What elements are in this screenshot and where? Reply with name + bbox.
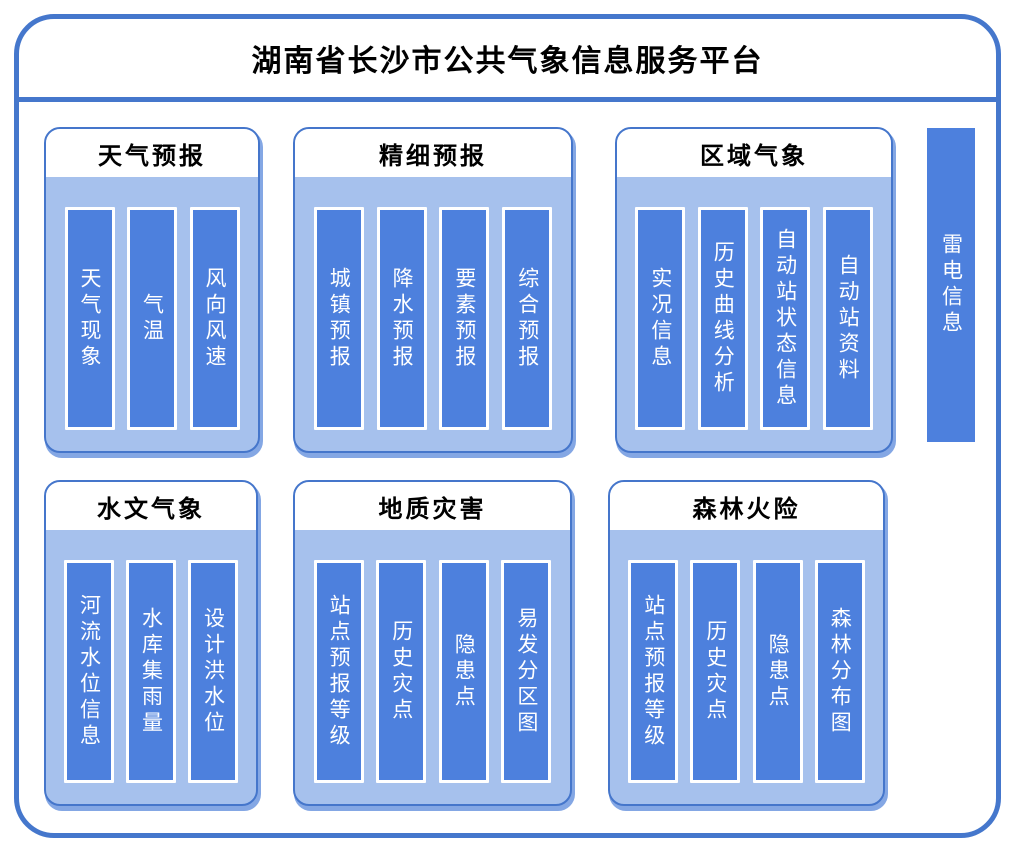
platform-title: 湖南省长沙市公共气象信息服务平台 xyxy=(19,19,996,102)
item-label: 自动站状态信息 xyxy=(773,227,797,410)
item-bar: 站点预报等级 xyxy=(313,560,364,783)
item-label: 历史曲线分析 xyxy=(711,240,735,397)
item-bar: 水库集雨量 xyxy=(126,560,176,783)
item-bar: 降水预报 xyxy=(376,207,427,430)
category-regional-meteorology: 区域气象实况信息 历史曲线分析 自动站状态信息 自动站资料 xyxy=(615,127,893,453)
item-label: 森林分布图 xyxy=(828,606,852,737)
category-title: 区域气象 xyxy=(617,129,891,177)
item-label: 综合预报 xyxy=(515,266,539,371)
item-bar: 森林分布图 xyxy=(814,560,865,783)
category-body: 天气现象 气温 风向风速 xyxy=(46,177,258,451)
item-label: 天气现象 xyxy=(78,266,101,371)
item-bar: 综合预报 xyxy=(502,207,553,430)
item-bar: 历史曲线分析 xyxy=(697,207,748,430)
item-bar: 河流水位信息 xyxy=(64,560,114,783)
item-label: 站点预报等级 xyxy=(327,593,351,750)
item-label: 历史灾点 xyxy=(703,619,727,724)
item-bar: 隐患点 xyxy=(438,560,489,783)
item-label: 降水预报 xyxy=(390,266,414,371)
platform-frame: 湖南省长沙市公共气象信息服务平台 天气预报天气现象 气温 风向风速 精细预报城镇预报 降… xyxy=(14,14,1001,838)
lightning-info-bar: 雷电信息 xyxy=(927,128,975,442)
item-label: 隐患点 xyxy=(452,632,476,711)
item-bar: 历史灾点 xyxy=(376,560,427,783)
item-label: 实况信息 xyxy=(648,266,672,371)
item-label: 气温 xyxy=(140,292,164,345)
category-title: 地质灾害 xyxy=(295,482,570,530)
item-label: 城镇预报 xyxy=(327,266,351,371)
category-forest-fire-risk: 森林火险站点预报等级 历史灾点 隐患点 森林分布图 xyxy=(608,480,885,806)
category-weather-forecast: 天气预报天气现象 气温 风向风速 xyxy=(44,127,260,453)
item-label: 河流水位信息 xyxy=(77,593,101,750)
item-label: 易发分区图 xyxy=(514,606,538,737)
item-bar: 风向风速 xyxy=(189,207,240,430)
item-bar: 要素预报 xyxy=(439,207,490,430)
category-title: 森林火险 xyxy=(610,482,883,530)
item-bar: 实况信息 xyxy=(635,207,686,430)
category-title: 天气预报 xyxy=(46,129,258,177)
category-geological-hazard: 地质灾害站点预报等级 历史灾点 隐患点 易发分区图 xyxy=(293,480,572,806)
category-hydrological-meteorology: 水文气象河流水位信息 水库集雨量 设计洪水位 xyxy=(44,480,258,806)
item-bar: 隐患点 xyxy=(752,560,803,783)
category-fine-forecast: 精细预报城镇预报 降水预报 要素预报 综合预报 xyxy=(293,127,573,453)
category-title: 精细预报 xyxy=(295,129,571,177)
category-body: 站点预报等级 历史灾点 隐患点 易发分区图 xyxy=(295,530,570,804)
item-label: 历史灾点 xyxy=(389,619,413,724)
category-body: 河流水位信息 水库集雨量 设计洪水位 xyxy=(46,530,256,804)
diagram-content: 天气预报天气现象气温风向风速精细预报城镇预报降水预报要素预报综合预报区域气象实况… xyxy=(19,102,996,833)
item-label: 要素预报 xyxy=(452,266,476,371)
item-bar: 自动站状态信息 xyxy=(760,207,811,430)
item-bar: 气温 xyxy=(127,207,177,430)
item-bar: 自动站资料 xyxy=(822,207,873,430)
category-body: 城镇预报 降水预报 要素预报 综合预报 xyxy=(295,177,571,451)
item-bar: 历史灾点 xyxy=(690,560,741,783)
item-bar: 站点预报等级 xyxy=(628,560,679,783)
item-label: 水库集雨量 xyxy=(139,606,163,737)
item-bar: 易发分区图 xyxy=(501,560,552,783)
item-label: 设计洪水位 xyxy=(201,606,225,737)
item-bar: 城镇预报 xyxy=(313,207,364,430)
category-body: 站点预报等级 历史灾点 隐患点 森林分布图 xyxy=(610,530,883,804)
item-label: 站点预报等级 xyxy=(641,593,665,750)
category-title: 水文气象 xyxy=(46,482,256,530)
category-body: 实况信息 历史曲线分析 自动站状态信息 自动站资料 xyxy=(617,177,891,451)
item-label: 隐患点 xyxy=(766,632,790,711)
lightning-info-label: 雷电信息 xyxy=(939,233,963,337)
item-label: 风向风速 xyxy=(203,266,226,371)
item-bar: 天气现象 xyxy=(64,207,115,430)
item-bar: 设计洪水位 xyxy=(188,560,238,783)
item-label: 自动站资料 xyxy=(836,253,860,384)
